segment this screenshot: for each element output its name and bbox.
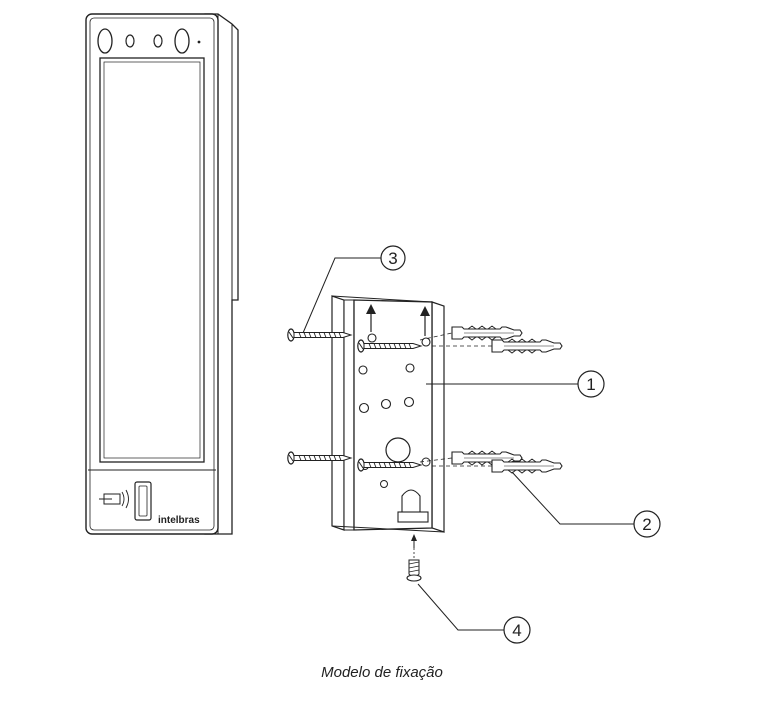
- card-reader-icon: [99, 489, 129, 509]
- lock-screw: [406, 534, 422, 582]
- wall-anchor-top-1: [451, 325, 523, 341]
- sensor-right: [153, 34, 163, 48]
- callout-number: 3: [388, 249, 397, 268]
- sensor-left: [125, 34, 135, 48]
- callout-3: 3: [302, 245, 406, 334]
- fingerprint-reader: [134, 481, 152, 521]
- brand-logo: intelbras: [158, 515, 200, 526]
- alignment-lines: [419, 332, 500, 467]
- callout-2: 2: [511, 471, 661, 538]
- callout-1: 1: [426, 370, 605, 398]
- wall-anchor-bottom-2: [491, 458, 563, 474]
- callout-number: 2: [642, 515, 651, 534]
- wall-anchor-top-2: [491, 338, 563, 354]
- callout-number: 1: [586, 375, 595, 394]
- mounting-plate: [331, 295, 445, 533]
- camera-lens-left: [97, 28, 113, 54]
- display-screen: [99, 57, 205, 463]
- access-control-device: intelbras: [85, 13, 239, 535]
- callout-number: 4: [512, 621, 521, 640]
- camera-lens-right: [174, 28, 190, 54]
- callout-4: 4: [417, 583, 531, 644]
- figure-caption: Modelo de fixação: [321, 664, 443, 681]
